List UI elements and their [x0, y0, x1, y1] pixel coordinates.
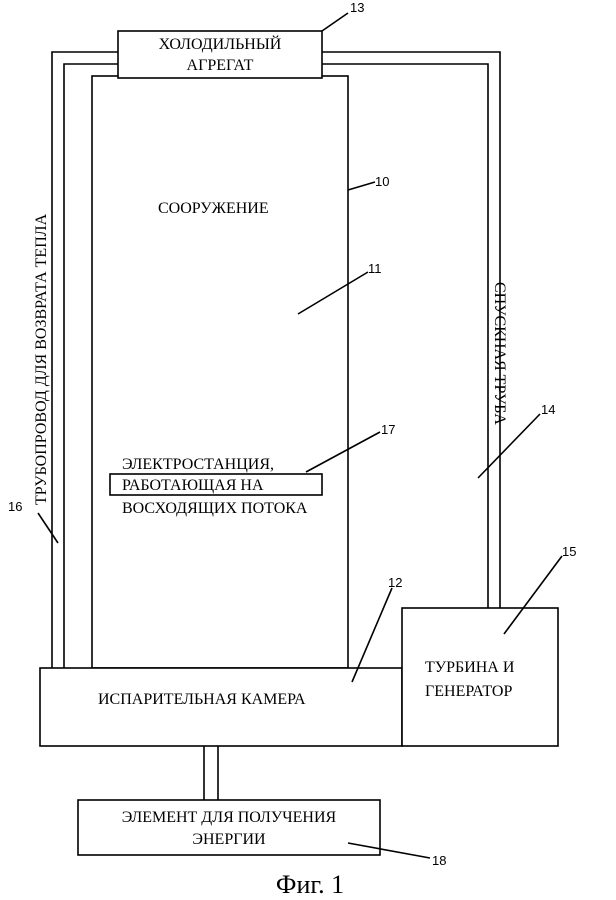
structure-label: СООРУЖЕНИЕ [158, 200, 269, 217]
ref-18: 18 [432, 853, 446, 868]
energy-element-box [77, 799, 381, 856]
cooling-unit-label-line2: АГРЕГАТ [187, 57, 254, 74]
downpipe [322, 51, 501, 610]
leader-lines [37, 12, 563, 859]
ref-15: 15 [562, 544, 576, 559]
ref-13: 13 [350, 0, 364, 15]
ref-12: 12 [388, 575, 402, 590]
energy-connector [203, 746, 219, 800]
structure-box [91, 75, 349, 669]
turbine-label-line1: ТУРБИНА И [425, 659, 515, 676]
power-plant-label-line3: ВОСХОДЯЩИХ ПОТОКА [122, 500, 308, 517]
cooling-unit-label-line1: ХОЛОДИЛЬНЫЙ [159, 34, 282, 53]
turbine-label-line2: ГЕНЕРАТОР [425, 683, 512, 700]
figure-caption: Фиг. 1 [276, 870, 344, 899]
energy-element-label-line1: ЭЛЕМЕНТ ДЛЯ ПОЛУЧЕНИЯ [122, 809, 337, 826]
evaporation-chamber-box [39, 667, 403, 747]
cooling-unit-box [117, 30, 323, 79]
evaporation-chamber-label: ИСПАРИТЕЛЬНАЯ КАМЕРА [98, 691, 306, 708]
turbine-box [401, 607, 559, 747]
power-plant-label-line2: РАБОТАЮЩАЯ НА [122, 477, 264, 494]
power-plant-label-line1: ЭЛЕКТРОСТАНЦИЯ, [122, 456, 274, 473]
power-plant-box [109, 473, 323, 496]
ref-10: 10 [375, 174, 389, 189]
heat-return-pipe-label: ТРУБОПРОВОД ДЛЯ ВОЗВРАТА ТЕПЛА [33, 213, 50, 505]
downpipe-label: СПУСКНАЯ ТРУБА [491, 282, 508, 425]
energy-element-label-line2: ЭНЕРГИИ [192, 831, 266, 848]
ref-16: 16 [8, 499, 22, 514]
ref-14: 14 [541, 402, 555, 417]
heat-return-pipe [51, 51, 118, 668]
ref-17: 17 [381, 422, 395, 437]
ref-11: 11 [368, 261, 382, 276]
